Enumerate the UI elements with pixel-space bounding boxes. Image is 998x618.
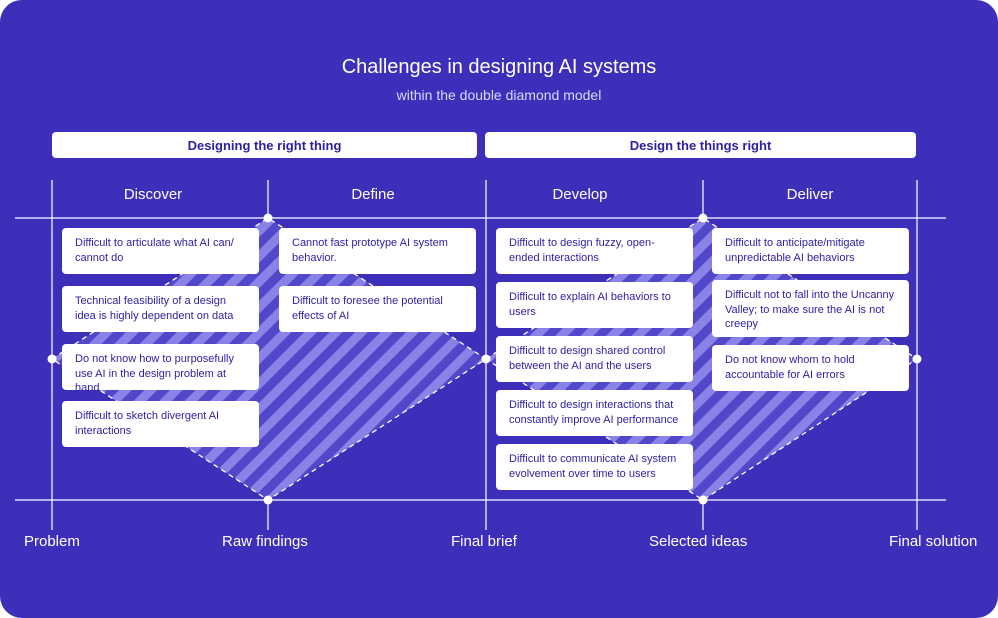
milestone-final-solution: Final solution (889, 533, 978, 550)
node-final-solution (912, 354, 922, 364)
diagram-subtitle: within the double diamond model (396, 87, 602, 103)
challenge-card: Difficult to design interactions that co… (496, 390, 693, 436)
stage-label-develop: Develop (552, 186, 608, 203)
node-problem (47, 354, 57, 364)
challenge-card: Difficult to anticipate/mitigate unpredi… (712, 228, 909, 274)
challenge-card: Difficult to explain AI behaviors to use… (496, 282, 693, 328)
challenge-card: Difficult to design fuzzy, open-ended in… (496, 228, 693, 274)
milestone-problem: Problem (24, 533, 80, 550)
challenge-card: Difficult to communicate AI system evolv… (496, 444, 693, 490)
challenge-card: Do not know whom to hold accountable for… (712, 345, 909, 391)
stage-label-discover: Discover (123, 186, 183, 203)
phase-banner-things-right: Design the things right (485, 132, 916, 158)
challenge-card: Difficult to foresee the potential effec… (279, 286, 476, 332)
challenge-card: Difficult to articulate what AI can/ can… (62, 228, 259, 274)
node-first-top (263, 213, 273, 223)
stage-label-deliver: Deliver (786, 186, 834, 203)
node-second-top (698, 213, 708, 223)
milestone-final-brief: Final brief (451, 533, 517, 550)
challenge-card: Difficult to sketch divergent AI interac… (62, 401, 259, 447)
node-selected-ideas (698, 495, 708, 505)
diagram-title: Challenges in designing AI systems (341, 56, 657, 78)
challenge-card: Difficult to design shared control betwe… (496, 336, 693, 382)
phase-banner-right-thing: Designing the right thing (52, 132, 477, 158)
challenge-card: Difficult not to fall into the Uncanny V… (712, 280, 909, 337)
challenge-card: Cannot fast prototype AI system behavior… (279, 228, 476, 274)
challenge-card: Do not know how to purposefully use AI i… (62, 344, 259, 394)
milestone-raw-findings: Raw findings (222, 533, 308, 550)
challenge-card: Technical feasibility of a design idea i… (62, 286, 259, 332)
node-raw-findings (263, 495, 273, 505)
node-final-brief (481, 354, 491, 364)
milestone-selected-ideas: Selected ideas (649, 533, 748, 550)
stage-label-define: Define (351, 186, 395, 203)
